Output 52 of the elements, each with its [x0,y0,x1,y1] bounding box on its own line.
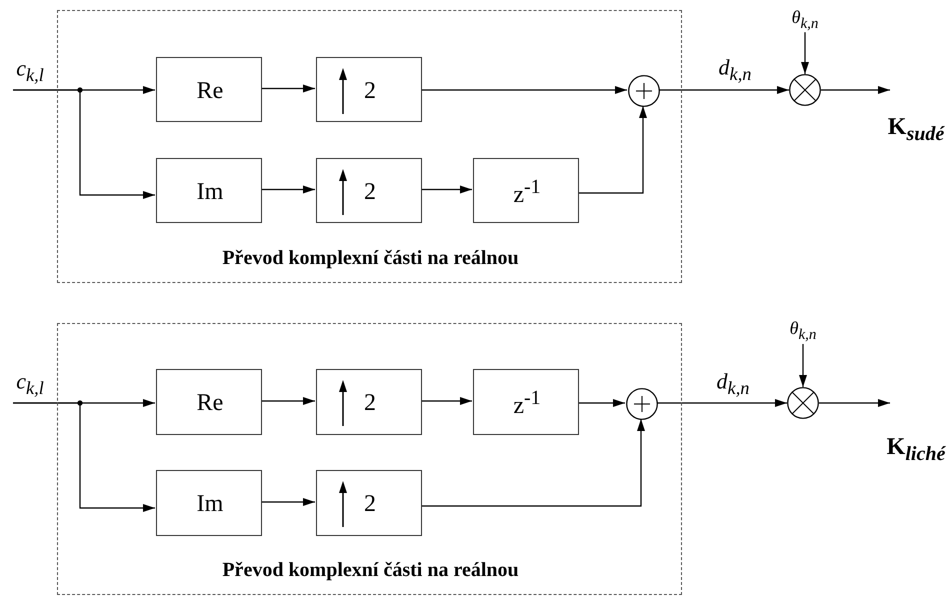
arrow [13,402,155,512]
block-label: 2 [364,391,376,415]
signal-label: θ$_{k,n}$ [788,319,818,343]
block-label: z$^{-1}$ [513,388,541,418]
arrow [421,86,627,94]
block-label: Re [196,78,224,102]
group-title: Převod komplexní části na reálnou [222,248,519,268]
arrow [657,399,787,407]
arrow [261,84,315,92]
upsampler-box [316,470,422,536]
signal-label: θ$_{k,n}$ [790,8,820,32]
arrow [421,186,472,194]
arrow [421,397,472,405]
block-label: z$^{-1}$ [513,176,541,206]
arrow [261,186,315,194]
block-label: Im [196,180,224,204]
block-label: 2 [364,78,376,102]
summing-junction [626,388,658,420]
arrow [821,86,890,94]
process-box [156,369,262,435]
summing-junction [628,75,660,107]
signal-label: d$_{k,n}$ [716,56,754,84]
arrow [659,86,789,94]
arrow [801,32,809,74]
arrow [13,89,155,199]
process-box [473,369,579,435]
arrow [578,106,647,194]
arrow [261,397,315,405]
upsampler-box [316,57,422,122]
upsampler-box [316,369,422,435]
process-box [473,158,579,223]
signal-label: d$_{k,n}$ [714,370,752,398]
output-label: K$_{sudé}$ [888,114,944,146]
block-label: 2 [364,180,376,204]
process-box [156,470,262,536]
arrow [261,498,315,506]
upsampler-box [316,158,422,223]
dashed-group-box [57,323,682,595]
group-title: Převod komplexní části na reálnou [222,560,519,580]
arrow [819,399,890,407]
block-label: Im [196,492,224,516]
arrow [799,344,807,387]
process-box [156,158,262,223]
output-label: K$_{liché}$ [886,434,946,466]
block-label: 2 [364,492,376,516]
multiplier-circle [787,387,819,419]
arrow [578,399,625,407]
multiplier-circle [789,74,821,106]
arrow [421,419,645,507]
dashed-group-box [57,10,682,283]
block-label: Re [196,391,224,415]
process-box [156,57,262,122]
